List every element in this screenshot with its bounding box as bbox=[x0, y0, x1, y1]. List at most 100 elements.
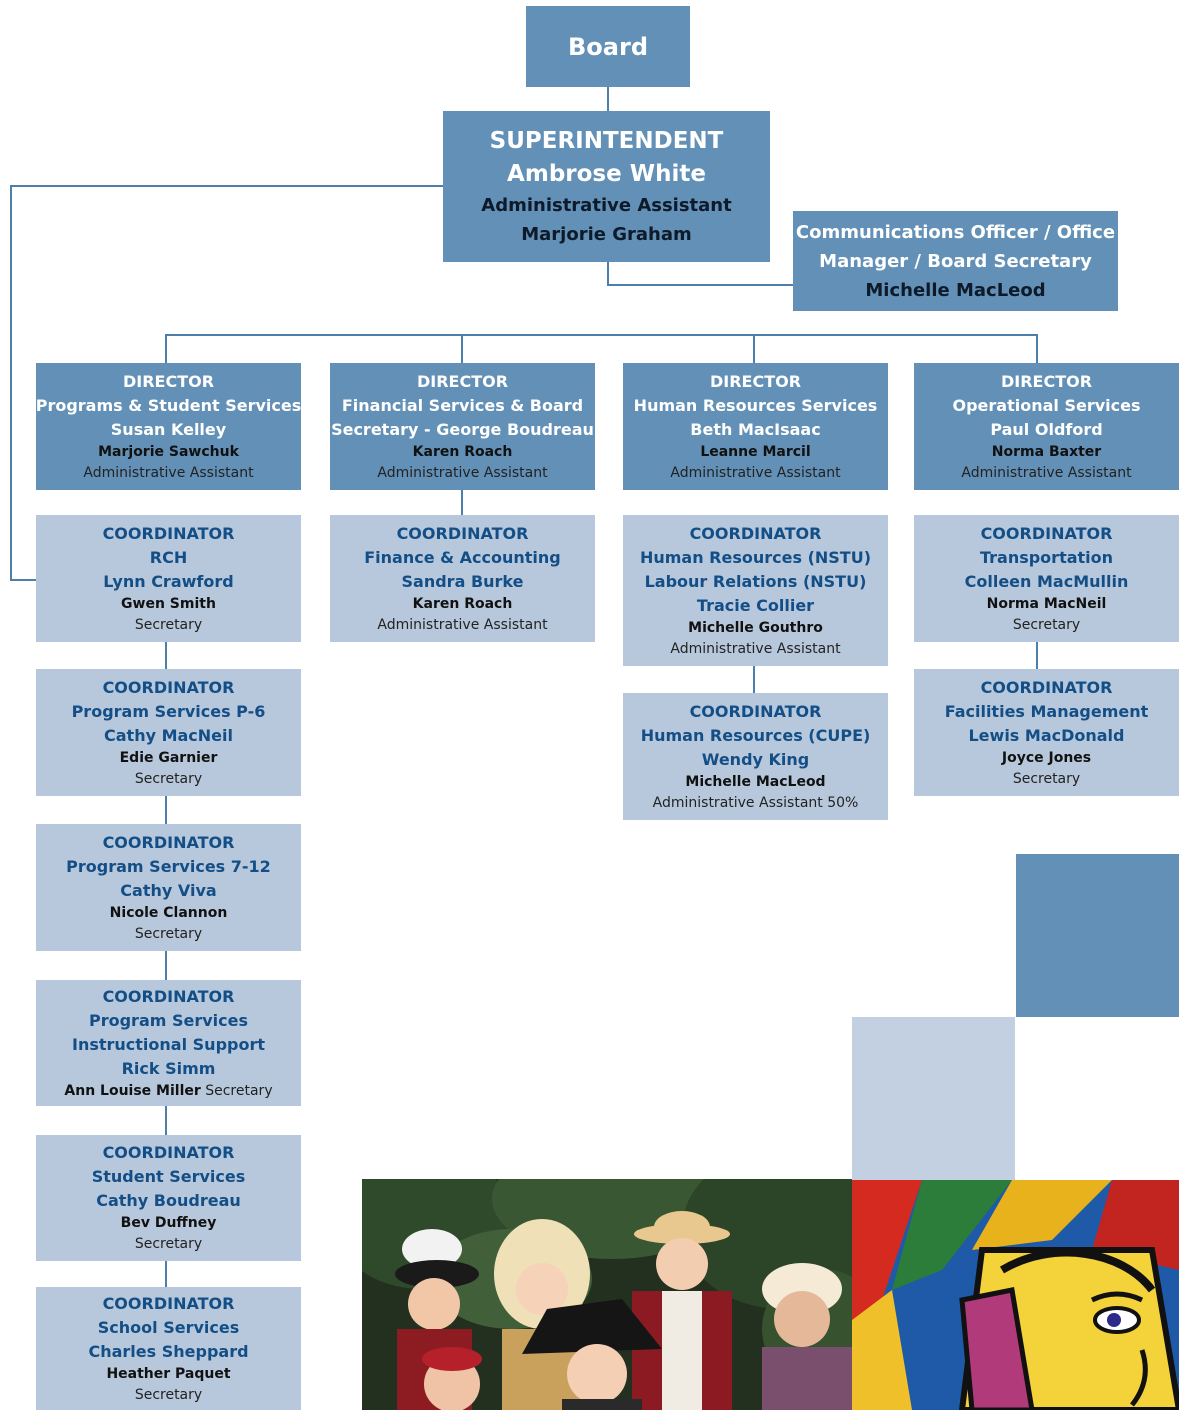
coordinator-line: Program Services P-6 bbox=[71, 701, 266, 721]
director-dept: Operational Services bbox=[952, 395, 1141, 415]
coordinator-name: Wendy King bbox=[701, 749, 810, 769]
coordinator-label: COORDINATOR bbox=[102, 677, 235, 697]
coordinator-name: Cathy Viva bbox=[120, 880, 217, 900]
coordinator-label: COORDINATOR bbox=[396, 523, 529, 543]
communications-title-1: Communications Officer / Office bbox=[795, 221, 1116, 243]
coordinator-box-facilities: COORDINATOR Facilities Management Lewis … bbox=[914, 669, 1179, 796]
connector-col1-4 bbox=[165, 1106, 167, 1136]
coordinator-line: Program Services bbox=[88, 1010, 249, 1030]
coordinator-assistant-role: Secretary bbox=[1012, 616, 1081, 633]
coordinator-assistant: Gwen Smith bbox=[121, 595, 216, 612]
coordinator-box-hr-cupe: COORDINATOR Human Resources (CUPE) Wendy… bbox=[623, 693, 888, 820]
director-assistant-role: Administrative Assistant bbox=[670, 464, 841, 481]
coordinator-assistant-role: Secretary bbox=[134, 616, 203, 633]
coordinator-assistant-role: Secretary bbox=[1012, 770, 1081, 787]
connector-col1-5 bbox=[165, 1261, 167, 1288]
director-dept: Human Resources Services bbox=[633, 395, 878, 415]
coordinator-assistant: Michelle MacLeod bbox=[685, 773, 826, 790]
coordinator-line: Finance & Accounting bbox=[364, 547, 561, 567]
board-box: Board bbox=[526, 6, 690, 87]
connector-super-comm-v bbox=[607, 262, 609, 286]
coordinator-name: Sandra Burke bbox=[401, 571, 524, 591]
decorative-square-light bbox=[852, 1017, 1015, 1180]
students-costume-photo-art bbox=[362, 1179, 852, 1410]
director-name: Susan Kelley bbox=[110, 419, 227, 439]
coordinator-assistant-role: Secretary bbox=[205, 1082, 273, 1099]
coordinator-box-school: COORDINATOR School Services Charles Shep… bbox=[36, 1287, 301, 1410]
coordinator-assistant: Nicole Clannon bbox=[109, 904, 228, 921]
director-label: DIRECTOR bbox=[122, 371, 215, 391]
coordinator-line: Human Resources (NSTU) bbox=[639, 547, 872, 567]
connector-dir4 bbox=[1036, 334, 1038, 364]
coordinator-assistant: Edie Garnier bbox=[119, 749, 218, 766]
coordinator-assistant: Joyce Jones bbox=[1001, 749, 1092, 766]
coordinator-assistant-role: Secretary bbox=[134, 1236, 203, 1252]
connector-left-vertical bbox=[10, 185, 12, 581]
director-box-hr: DIRECTOR Human Resources Services Beth M… bbox=[623, 363, 888, 490]
superintendent-assistant-role: Administrative Assistant bbox=[481, 194, 732, 216]
connector-left-rch bbox=[10, 579, 38, 581]
connector-col3-1 bbox=[753, 666, 755, 694]
coordinator-name: Lewis MacDonald bbox=[968, 725, 1125, 745]
coordinator-label: COORDINATOR bbox=[689, 701, 822, 721]
communications-name: Michelle MacLeod bbox=[865, 279, 1046, 301]
director-label: DIRECTOR bbox=[416, 371, 509, 391]
coordinator-label: COORDINATOR bbox=[102, 986, 235, 1006]
director-assistant-role: Administrative Assistant bbox=[961, 464, 1132, 481]
connector-dir2-coord bbox=[461, 490, 463, 516]
coordinator-label: COORDINATOR bbox=[102, 832, 235, 852]
coordinator-name: Rick Simm bbox=[121, 1058, 216, 1078]
coordinator-line: Transportation bbox=[979, 547, 1114, 567]
coordinator-box-finance: COORDINATOR Finance & Accounting Sandra … bbox=[330, 515, 595, 642]
students-costume-photo bbox=[362, 1179, 852, 1410]
director-box-finance: DIRECTOR Financial Services & Board Secr… bbox=[330, 363, 595, 490]
coordinator-box-rch: COORDINATOR RCH Lynn Crawford Gwen Smith… bbox=[36, 515, 301, 642]
director-box-programs: DIRECTOR Programs & Student Services Sus… bbox=[36, 363, 301, 490]
connector-col1-3 bbox=[165, 951, 167, 981]
coordinator-assistant: Ann Louise Miller bbox=[64, 1082, 201, 1099]
coordinator-line: School Services bbox=[97, 1317, 240, 1337]
coordinator-assistant-role: Administrative Assistant bbox=[377, 616, 548, 633]
connector-col4-1 bbox=[1036, 642, 1038, 670]
coordinator-box-transportation: COORDINATOR Transportation Colleen MacMu… bbox=[914, 515, 1179, 642]
coordinator-assistant: Michelle Gouthro bbox=[688, 619, 823, 636]
coordinator-line: RCH bbox=[149, 547, 188, 567]
director-dept: Programs & Student Services bbox=[35, 395, 302, 415]
coordinator-line: Student Services bbox=[91, 1167, 246, 1186]
director-assistant: Norma Baxter bbox=[991, 443, 1102, 460]
coordinator-label: COORDINATOR bbox=[102, 1143, 235, 1162]
coordinator-line: Labour Relations (NSTU) bbox=[644, 571, 867, 591]
coordinator-label: COORDINATOR bbox=[102, 1293, 235, 1313]
coordinator-assistant: Norma MacNeil bbox=[986, 595, 1107, 612]
coordinator-label: COORDINATOR bbox=[102, 523, 235, 543]
decorative-square-dark bbox=[1016, 854, 1179, 1017]
coordinator-line: Program Services 7-12 bbox=[66, 856, 271, 876]
coordinator-box-instructional: COORDINATOR Program Services Instruction… bbox=[36, 980, 301, 1106]
painted-face-artwork bbox=[852, 1180, 1179, 1410]
coordinator-line: Facilities Management bbox=[944, 701, 1149, 721]
director-assistant-role: Administrative Assistant bbox=[83, 464, 254, 481]
director-label: DIRECTOR bbox=[709, 371, 802, 391]
coordinator-label: COORDINATOR bbox=[980, 523, 1113, 543]
director-box-operations: DIRECTOR Operational Services Paul Oldfo… bbox=[914, 363, 1179, 490]
coordinator-assistant-line: Ann Louise Miller Secretary bbox=[64, 1081, 272, 1102]
board-title: Board bbox=[568, 32, 648, 61]
coordinator-box-hr-nstu: COORDINATOR Human Resources (NSTU) Labou… bbox=[623, 515, 888, 666]
coordinator-assistant-role: Secretary bbox=[134, 925, 203, 942]
connector-dir3 bbox=[753, 334, 755, 364]
director-label: DIRECTOR bbox=[1000, 371, 1093, 391]
director-assistant: Karen Roach bbox=[412, 443, 513, 460]
superintendent-assistant-name: Marjorie Graham bbox=[521, 223, 692, 245]
connector-col1-2 bbox=[165, 796, 167, 825]
director-name: Secretary - George Boudreau bbox=[331, 419, 594, 439]
connector-col1-1 bbox=[165, 642, 167, 670]
coordinator-label: COORDINATOR bbox=[980, 677, 1113, 697]
coordinator-label: COORDINATOR bbox=[689, 523, 822, 543]
coordinator-name: Cathy Boudreau bbox=[96, 1191, 241, 1210]
superintendent-box: SUPERINTENDENT Ambrose White Administrat… bbox=[443, 111, 770, 262]
coordinator-assistant: Bev Duffney bbox=[120, 1215, 217, 1231]
director-name: Paul Oldford bbox=[990, 419, 1103, 439]
coordinator-assistant: Karen Roach bbox=[412, 595, 513, 612]
superintendent-name: Ambrose White bbox=[507, 160, 706, 187]
painted-face-artwork-art bbox=[852, 1180, 1179, 1410]
